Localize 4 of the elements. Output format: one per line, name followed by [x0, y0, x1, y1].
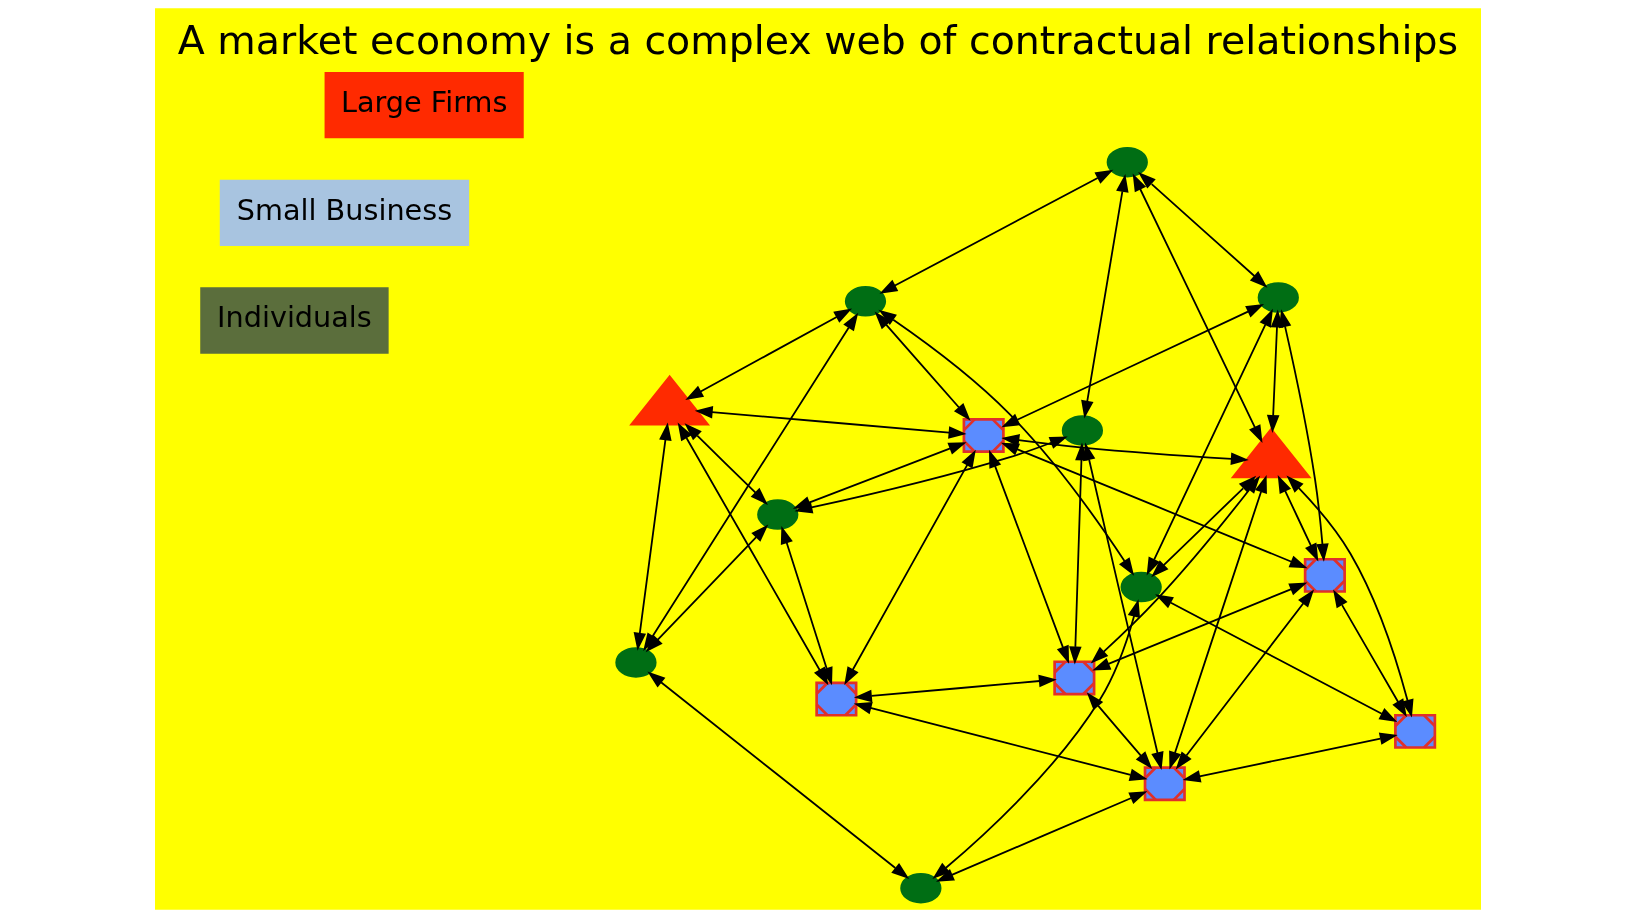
legend-label: Small Business: [236, 192, 452, 227]
legend-label: Large Firms: [340, 84, 507, 119]
legend-label: Individuals: [216, 300, 372, 335]
diagram-title: A market economy is a complex web of contractual relationships: [177, 17, 1458, 64]
